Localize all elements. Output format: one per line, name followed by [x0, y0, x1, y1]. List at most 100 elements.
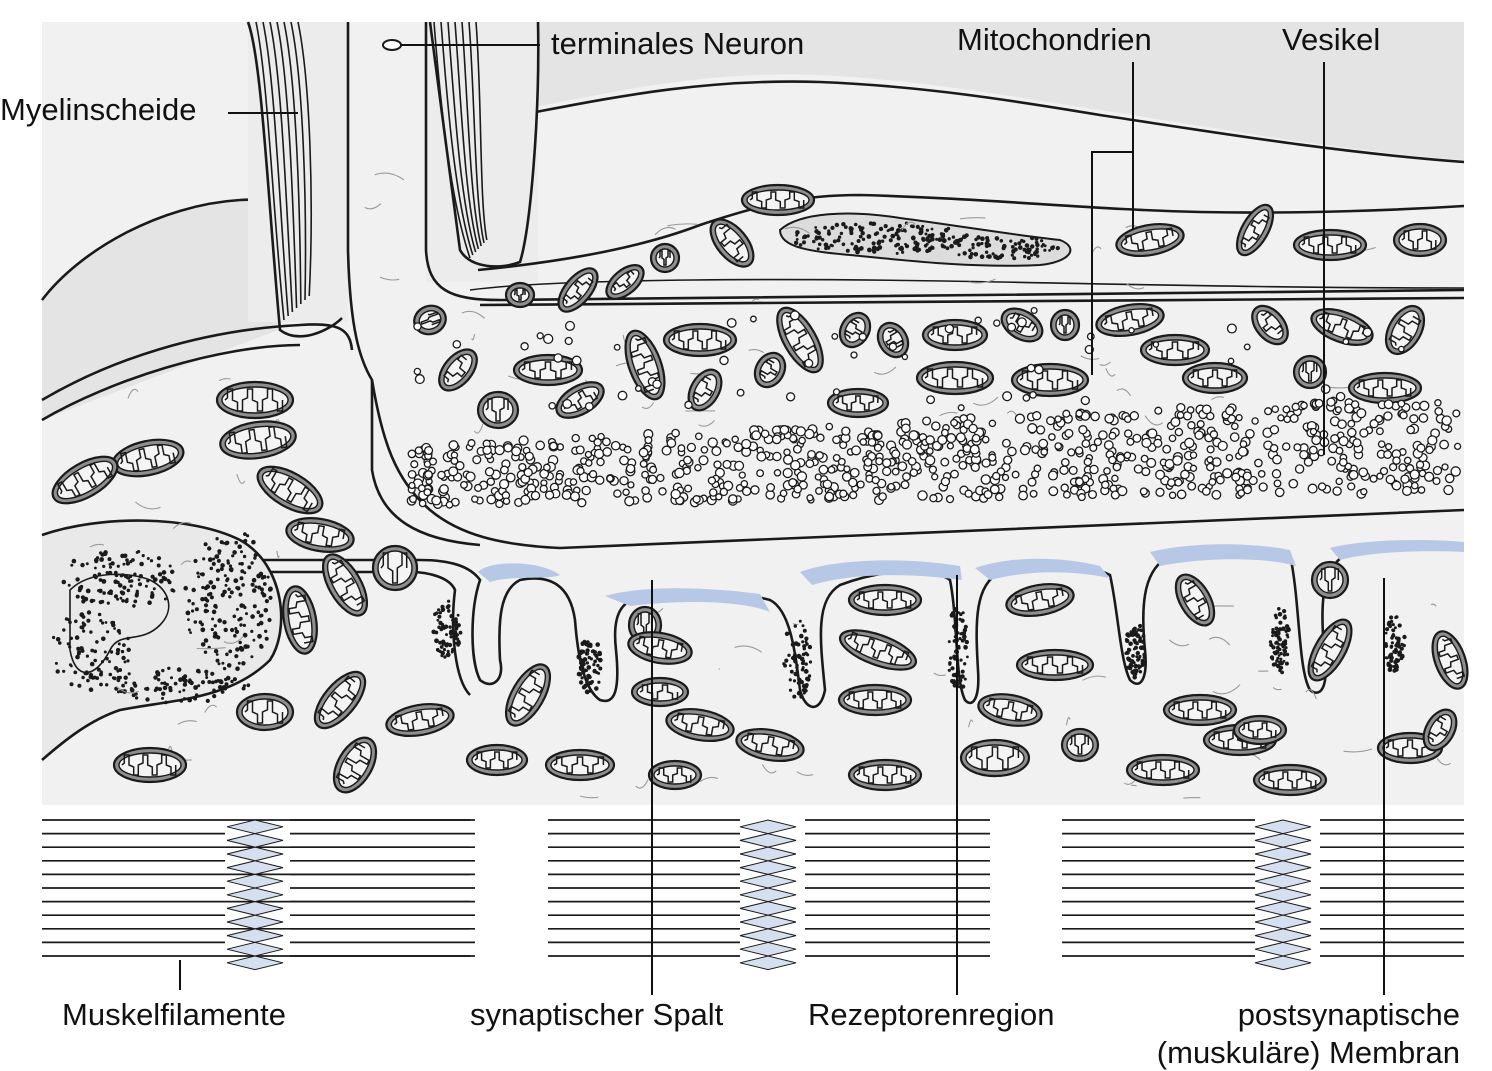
vesicle [715, 493, 723, 501]
granule [121, 683, 125, 688]
mitochondrion [544, 748, 616, 782]
granule [161, 691, 166, 696]
granule [873, 232, 878, 237]
cytoplasm-fiber [1105, 368, 1116, 377]
granule [239, 603, 244, 608]
granule [235, 666, 240, 671]
granule [159, 579, 164, 584]
granule [1132, 638, 1137, 643]
granule [238, 616, 243, 621]
granule [161, 570, 167, 575]
mitochondrion [1005, 582, 1075, 618]
vesicle [1383, 411, 1393, 421]
granule [216, 558, 221, 563]
granule [883, 224, 888, 229]
granule [81, 675, 85, 680]
cytoplasm-fiber [172, 521, 193, 529]
vesicle [952, 454, 961, 463]
vesicle [520, 494, 531, 505]
granule [1275, 659, 1279, 663]
granule [152, 587, 156, 591]
granule [233, 634, 237, 638]
granule [251, 588, 257, 593]
vesicle [1242, 471, 1252, 481]
granule [446, 649, 450, 653]
granule [205, 598, 210, 603]
granule [81, 599, 86, 604]
granule [439, 627, 444, 632]
granule [96, 667, 101, 672]
granule [77, 683, 82, 688]
vesicle [878, 492, 887, 501]
granule [438, 640, 442, 645]
vesicle [644, 436, 653, 445]
granule [1285, 626, 1291, 631]
vesicle [1196, 420, 1205, 429]
granule [797, 677, 802, 683]
vesicle [901, 353, 909, 361]
granule [958, 637, 962, 640]
vesicle [1257, 470, 1266, 478]
granule [964, 639, 969, 645]
vesicle [731, 435, 739, 444]
granule [456, 643, 460, 647]
granule [583, 657, 587, 661]
granule [966, 655, 969, 659]
granule [74, 635, 80, 640]
granule [812, 239, 816, 244]
granule [235, 607, 239, 611]
vesicle [991, 471, 1001, 481]
granule [993, 254, 998, 260]
granule [105, 571, 109, 575]
vesicle [760, 429, 770, 439]
z-disc [226, 887, 284, 903]
vesicle [831, 332, 839, 340]
mitochondrion [476, 390, 520, 430]
vesicle [524, 451, 534, 461]
vesicle [1019, 444, 1031, 456]
granule [100, 660, 105, 664]
granule [250, 629, 254, 634]
vesicle [750, 485, 760, 495]
granule [1024, 243, 1030, 248]
vesicle [1217, 440, 1228, 452]
granule [259, 587, 264, 592]
granule [215, 537, 219, 541]
granule [451, 618, 454, 622]
granule [585, 661, 589, 665]
vesicle [407, 449, 417, 459]
granule [951, 235, 956, 239]
vesicle [837, 457, 846, 466]
vesicle [1307, 483, 1318, 494]
granule [232, 550, 237, 555]
vesicle [937, 434, 948, 446]
granule [69, 636, 74, 640]
vesicle [593, 448, 605, 460]
granule [195, 668, 201, 674]
vesicle [1074, 477, 1084, 487]
granule [796, 654, 802, 659]
mitochondrion [647, 759, 703, 791]
vesicle [1317, 482, 1327, 491]
mitochondrion [630, 676, 690, 708]
granule [584, 689, 590, 695]
vesicle [822, 479, 833, 490]
vesicle [925, 447, 934, 455]
vesicle [410, 460, 419, 469]
vesicle [588, 470, 598, 479]
vesicle [1068, 465, 1078, 475]
granule [131, 558, 135, 562]
vesicle [1172, 455, 1183, 466]
vesicle [564, 336, 573, 346]
granule [962, 251, 967, 256]
granule [823, 242, 829, 248]
cytoplasm-fiber [972, 396, 999, 406]
vesicle [597, 432, 605, 441]
granule [826, 231, 832, 236]
granule [929, 239, 933, 242]
vesicle [804, 428, 815, 440]
vesicle [1123, 429, 1133, 438]
myelin-lamella [468, 21, 485, 244]
vesicle [891, 449, 901, 459]
granule [979, 254, 985, 259]
